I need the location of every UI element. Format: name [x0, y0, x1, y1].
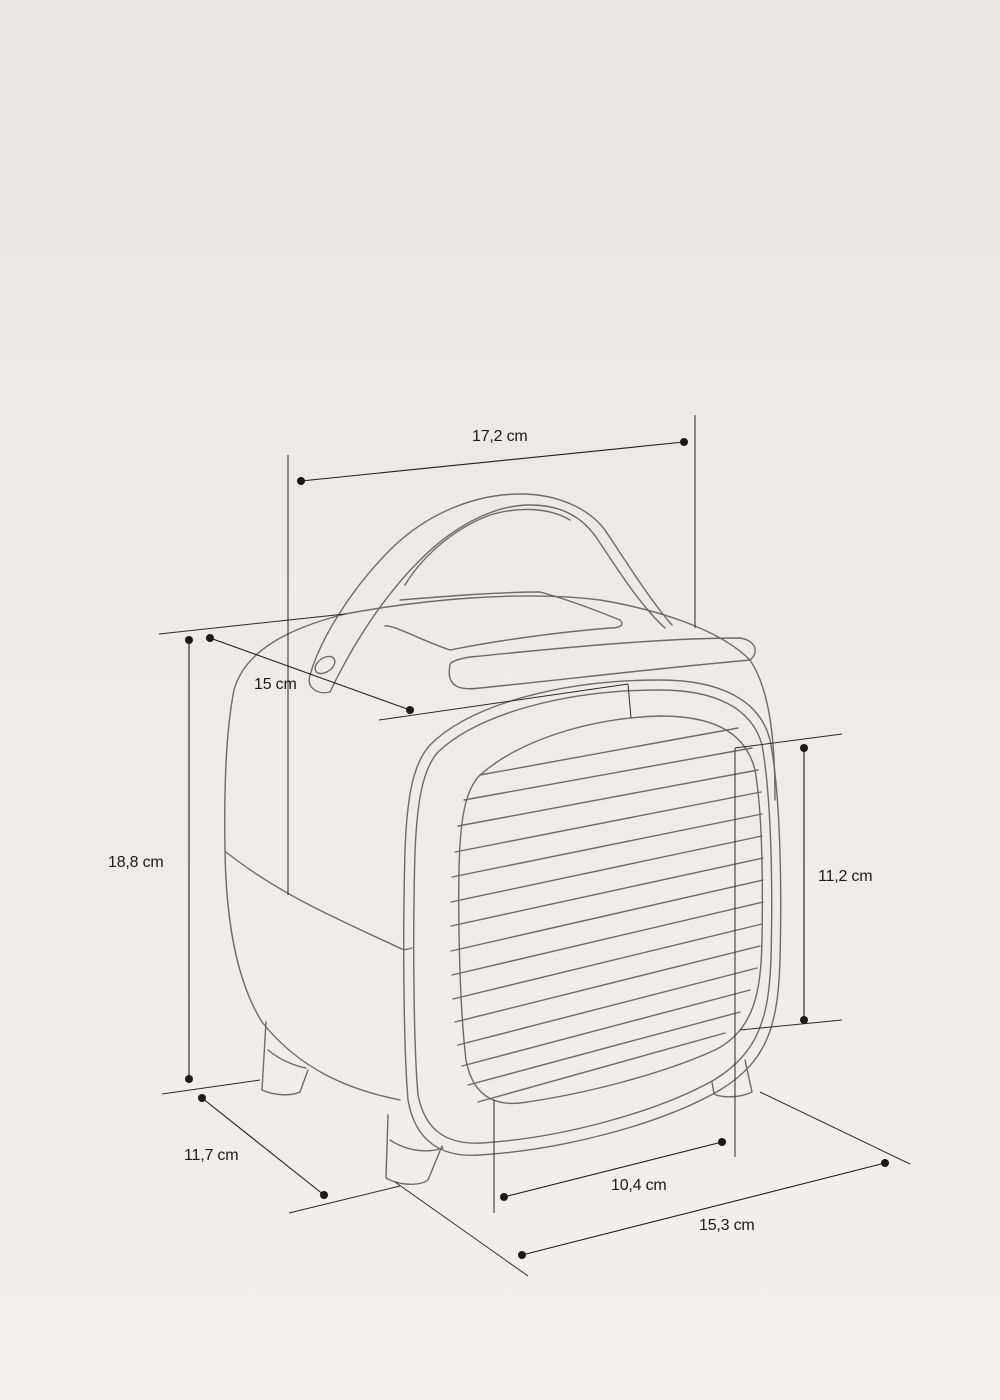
handle: [308, 493, 673, 694]
dimension-lines: [158, 415, 911, 1277]
device-outline: [224, 493, 782, 1185]
dimension-label-total-height: 18,8 cm: [108, 854, 164, 871]
top-panel: [384, 591, 756, 690]
front-ring: [403, 679, 782, 1156]
dimension-label-total-width: 17,2 cm: [472, 428, 528, 445]
grille-slats: [450, 727, 764, 1103]
dimension-label-grille-height: 11,2 cm: [818, 868, 873, 885]
dimension-label-base-depth: 11,7 cm: [184, 1147, 239, 1164]
dimension-label-depth-top: 15 cm: [254, 676, 297, 693]
dimension-label-grille-width: 10,4 cm: [611, 1177, 667, 1194]
dimension-label-base-width: 15,3 cm: [699, 1217, 755, 1234]
